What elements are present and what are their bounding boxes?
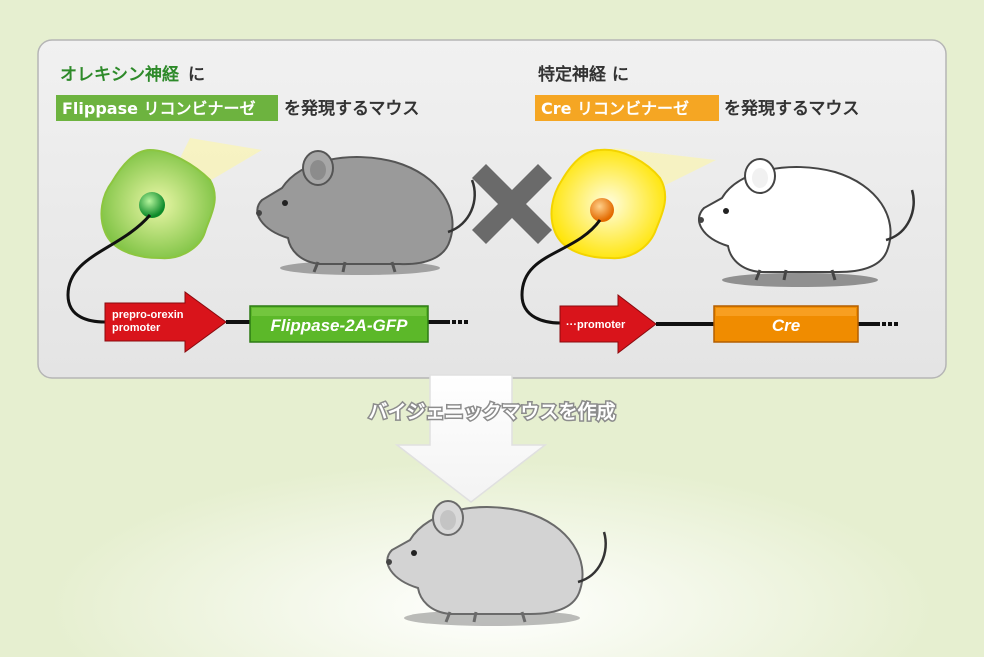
left-title-line2: を発現するマウス bbox=[284, 98, 419, 119]
right-parent-group: 特定神経 に Cre リコンビナーゼ を発現するマウス ···promoter bbox=[520, 64, 915, 355]
left-title-highlight-box bbox=[56, 95, 278, 121]
left-neuron-nucleus bbox=[139, 192, 165, 218]
right-mouse bbox=[698, 158, 915, 287]
left-gene-label: Flippase-2A-GFP bbox=[271, 316, 409, 335]
left-title-line1-suffix: に bbox=[188, 65, 205, 85]
left-title-line1: オレキシン神経 bbox=[60, 64, 180, 85]
left-mouse bbox=[256, 150, 476, 275]
left-promoter-label-1: prepro-orexin bbox=[112, 309, 184, 321]
right-gene-label: Cre bbox=[772, 316, 800, 335]
result-arrow bbox=[394, 374, 548, 503]
right-title-highlight-box bbox=[535, 95, 719, 121]
left-parent-group: オレキシン神経 に Flippase リコンビナーゼ を発現するマウス prep… bbox=[56, 64, 476, 353]
right-promoter-arrow bbox=[559, 293, 657, 355]
right-axon bbox=[520, 219, 602, 325]
cross-mark bbox=[472, 164, 552, 244]
result-mouse bbox=[386, 500, 607, 626]
right-title-line1-suffix: に bbox=[612, 65, 629, 85]
left-promoter-label-2: promoter bbox=[112, 322, 161, 334]
right-title-line1: 特定神経 bbox=[538, 64, 607, 85]
right-title-highlight: Cre リコンビナーゼ bbox=[541, 99, 689, 118]
right-title-line2: を発現するマウス bbox=[724, 98, 859, 119]
left-promoter-arrow bbox=[104, 291, 227, 353]
right-neuron-nucleus bbox=[590, 198, 614, 222]
left-title-highlight: Flippase リコンビナーゼ bbox=[62, 99, 256, 118]
right-promoter-label: ···promoter bbox=[566, 319, 626, 331]
left-axon bbox=[66, 214, 152, 324]
result-label: バイジェニックマウスを作成 bbox=[368, 400, 615, 423]
